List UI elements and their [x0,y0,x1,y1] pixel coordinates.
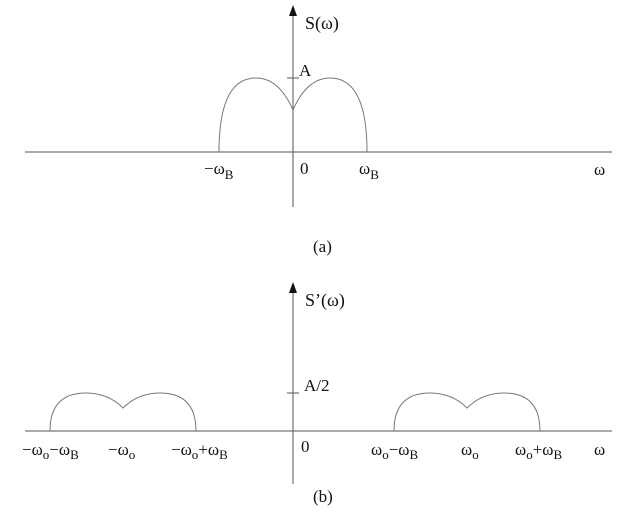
panel-b-tick-pos-outer: ωo+ωB [515,440,562,462]
panel-b: S’(ω) A/2 0 ω −ωo−ωB −ωo −ωo+ωB ωo−ωB ωo… [22,282,612,506]
panel-b-tick-neg-center: −ωo [108,440,135,462]
panel-b-left-spectrum-curve [49,392,197,432]
panel-a-neg-band-label: −ωB [204,159,234,182]
panel-b-tick-pos-inner: ωo−ωB [371,440,418,462]
panel-b-y-axis-label: S’(ω) [305,290,345,311]
panel-b-y-arrow-icon [289,282,297,293]
panel-a-x-axis-label: ω [594,160,605,179]
panel-a-pos-band-label: ωB [359,159,379,182]
panel-b-tick-neg-outer: −ωo−ωB [22,440,79,462]
panel-a-y-arrow-icon [289,5,297,16]
panel-b-amplitude-label: A/2 [304,376,330,395]
panel-b-right-spectrum-curve [393,392,541,432]
panel-b-tick-neg-inner: −ωo+ωB [171,440,228,462]
panel-a-spectrum-curve [218,77,368,153]
panel-a: S(ω) A 0 ω −ωB ωB (a) [25,5,612,256]
panel-a-caption: (a) [313,237,332,256]
panel-b-x-axis-label: ω [594,440,605,459]
panel-a-origin-label: 0 [300,159,309,178]
panel-a-amplitude-label: A [299,61,312,80]
panel-b-caption: (b) [313,487,333,506]
panel-b-tick-pos-center: ωo [461,440,479,462]
panel-b-origin-label: 0 [301,437,310,456]
panel-a-y-axis-label: S(ω) [305,13,339,34]
